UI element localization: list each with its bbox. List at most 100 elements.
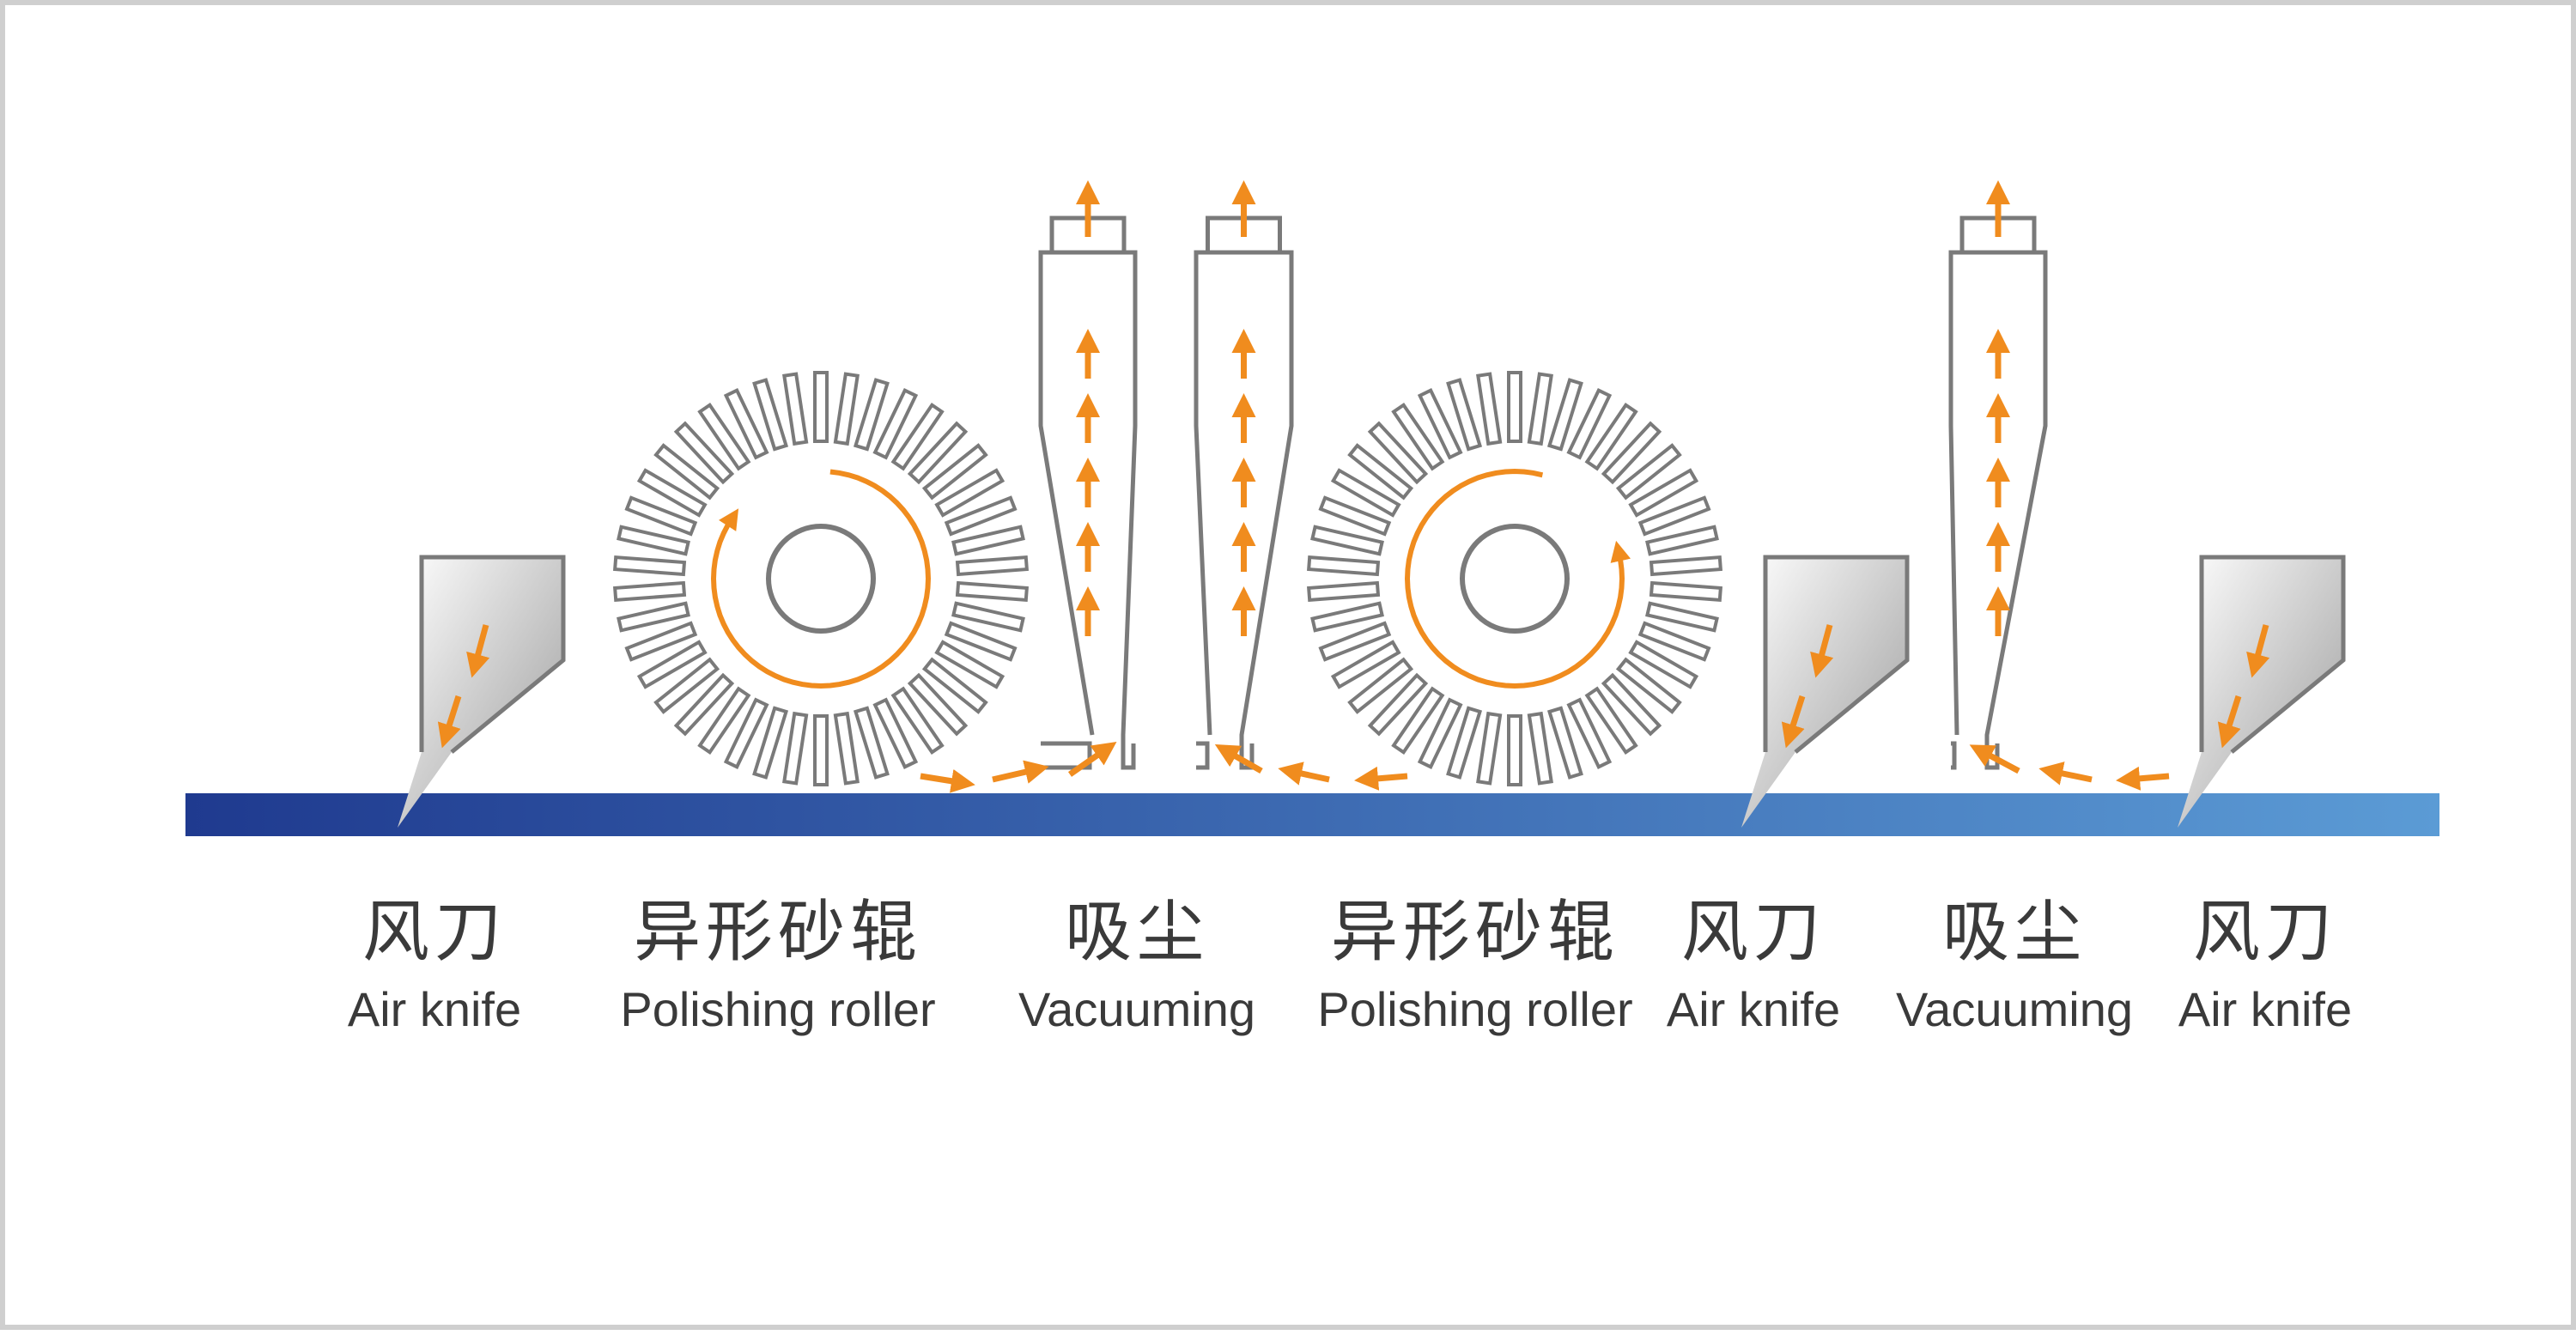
flow-arrow <box>2038 762 2093 786</box>
roller-bristle <box>782 372 809 446</box>
station-label-polishing-roller: 异形砂辊 Polishing roller <box>598 889 958 1044</box>
vacuum-duct-icon <box>1194 180 1294 770</box>
station-label-en: Air knife <box>1666 982 1841 1036</box>
roller-bristle <box>833 711 860 786</box>
roller-bristle <box>653 657 720 714</box>
roller-bristle <box>636 468 708 518</box>
roller-bristle <box>1476 372 1503 446</box>
roller-bristle <box>944 621 1018 662</box>
flow-arrow <box>1067 741 1117 777</box>
roller-bristle <box>890 402 945 471</box>
roller-bristle <box>934 640 1005 689</box>
roller-bristle <box>907 421 969 485</box>
roller-bristle <box>1628 468 1699 518</box>
roller-bristle <box>1601 421 1662 485</box>
roller-bristle <box>617 601 690 633</box>
flow-arrow <box>437 695 462 749</box>
flow-arrow <box>1278 762 1330 786</box>
roller-bristle <box>872 388 919 460</box>
air-knife-icon <box>1741 555 1910 828</box>
roller-bristle <box>613 555 687 577</box>
station-label-zh: 风刀 <box>1680 894 1826 971</box>
roller-bristle <box>1584 686 1638 755</box>
duct-body <box>1038 250 1138 770</box>
roller-bristle <box>853 378 890 452</box>
roller-bristle <box>1628 640 1699 689</box>
roller-bristle <box>1566 697 1613 769</box>
roller-bristle <box>1330 468 1401 518</box>
roller-bristle <box>1527 711 1553 786</box>
roller-bristle <box>1367 672 1429 737</box>
roller-bristle <box>1307 580 1381 603</box>
station-label-polishing-roller: 异形砂辊 Polishing roller <box>1295 889 1656 1044</box>
roller-bristle <box>1446 706 1483 780</box>
roller-bristle <box>723 697 769 769</box>
flow-arrow <box>920 768 975 793</box>
roller-bristle <box>921 443 988 501</box>
station-label-en: Polishing roller <box>1317 982 1633 1036</box>
flow-arrow <box>2116 766 2170 791</box>
roller-bristle <box>1318 621 1392 662</box>
roller-bristle <box>853 706 890 780</box>
roller-bristle <box>1615 443 1682 501</box>
roller-bristle <box>951 525 1025 556</box>
rotation-arrow <box>1404 468 1631 689</box>
polishing-roller-icon <box>1307 371 1722 786</box>
roller-bristle <box>1417 388 1463 460</box>
roller-bristle <box>697 402 751 471</box>
roller-bristle <box>1527 372 1553 446</box>
flow-arrow <box>1214 744 1263 774</box>
roller-bristle <box>907 672 969 737</box>
roller-bristle <box>1446 378 1483 452</box>
station-label-en: Air knife <box>347 982 522 1036</box>
station-label-en: Polishing roller <box>620 982 936 1036</box>
roller-bristle <box>1318 495 1392 537</box>
roller-bristle <box>872 697 919 769</box>
flow-arrow <box>1354 766 1408 791</box>
conveyor-belt <box>185 793 2439 836</box>
roller-bristle <box>697 686 751 755</box>
station-label-vacuuming: 吸尘 Vacuuming <box>1834 889 2195 1044</box>
station-label-zh: 异形砂辊 <box>633 894 922 971</box>
roller-bristle <box>1637 495 1711 537</box>
station-label-en: Vacuuming <box>1895 982 2133 1036</box>
roller-bristle <box>723 388 769 460</box>
station-label-zh: 风刀 <box>361 894 507 971</box>
roller-bristle <box>624 495 698 537</box>
station-label-air-knife: 风刀 Air knife <box>254 889 615 1044</box>
vacuum-duct-icon <box>1948 180 2048 770</box>
polishing-roller-icon <box>613 371 1029 786</box>
roller-bristle <box>653 443 720 501</box>
roller-bristle <box>1649 555 1722 577</box>
roller-bristle <box>1310 525 1384 556</box>
station-label-zh: 吸尘 <box>1064 894 1209 971</box>
roller-axle <box>766 524 876 634</box>
roller-bristle <box>1347 657 1414 714</box>
flow-arrow <box>1810 624 1834 678</box>
roller-bristle <box>890 686 945 755</box>
roller-bristle <box>1645 601 1719 633</box>
flow-arrow <box>2246 624 2270 678</box>
roller-bristle <box>1645 525 1719 556</box>
roller-bristle <box>636 640 708 689</box>
station-label-zh: 吸尘 <box>1941 894 2087 971</box>
roller-bristle <box>944 495 1018 537</box>
roller-bristle <box>782 711 809 786</box>
station-label-zh: 异形砂辊 <box>1330 894 1619 971</box>
roller-bristle <box>1649 580 1722 603</box>
roller-bristle <box>1476 711 1503 786</box>
roller-bristle <box>624 621 698 662</box>
roller-bristle <box>752 706 789 780</box>
flow-arrow <box>2217 695 2242 749</box>
roller-bristle <box>1601 672 1662 737</box>
roller-bristle <box>1391 402 1445 471</box>
roller-bristle <box>921 657 988 714</box>
roller-bristle <box>813 371 829 443</box>
roller-bristle <box>833 372 860 446</box>
roller-bristle <box>1307 555 1381 577</box>
roller-bristle <box>1347 443 1414 501</box>
roller-bristle <box>1391 686 1445 755</box>
roller-bristle <box>1330 640 1401 689</box>
